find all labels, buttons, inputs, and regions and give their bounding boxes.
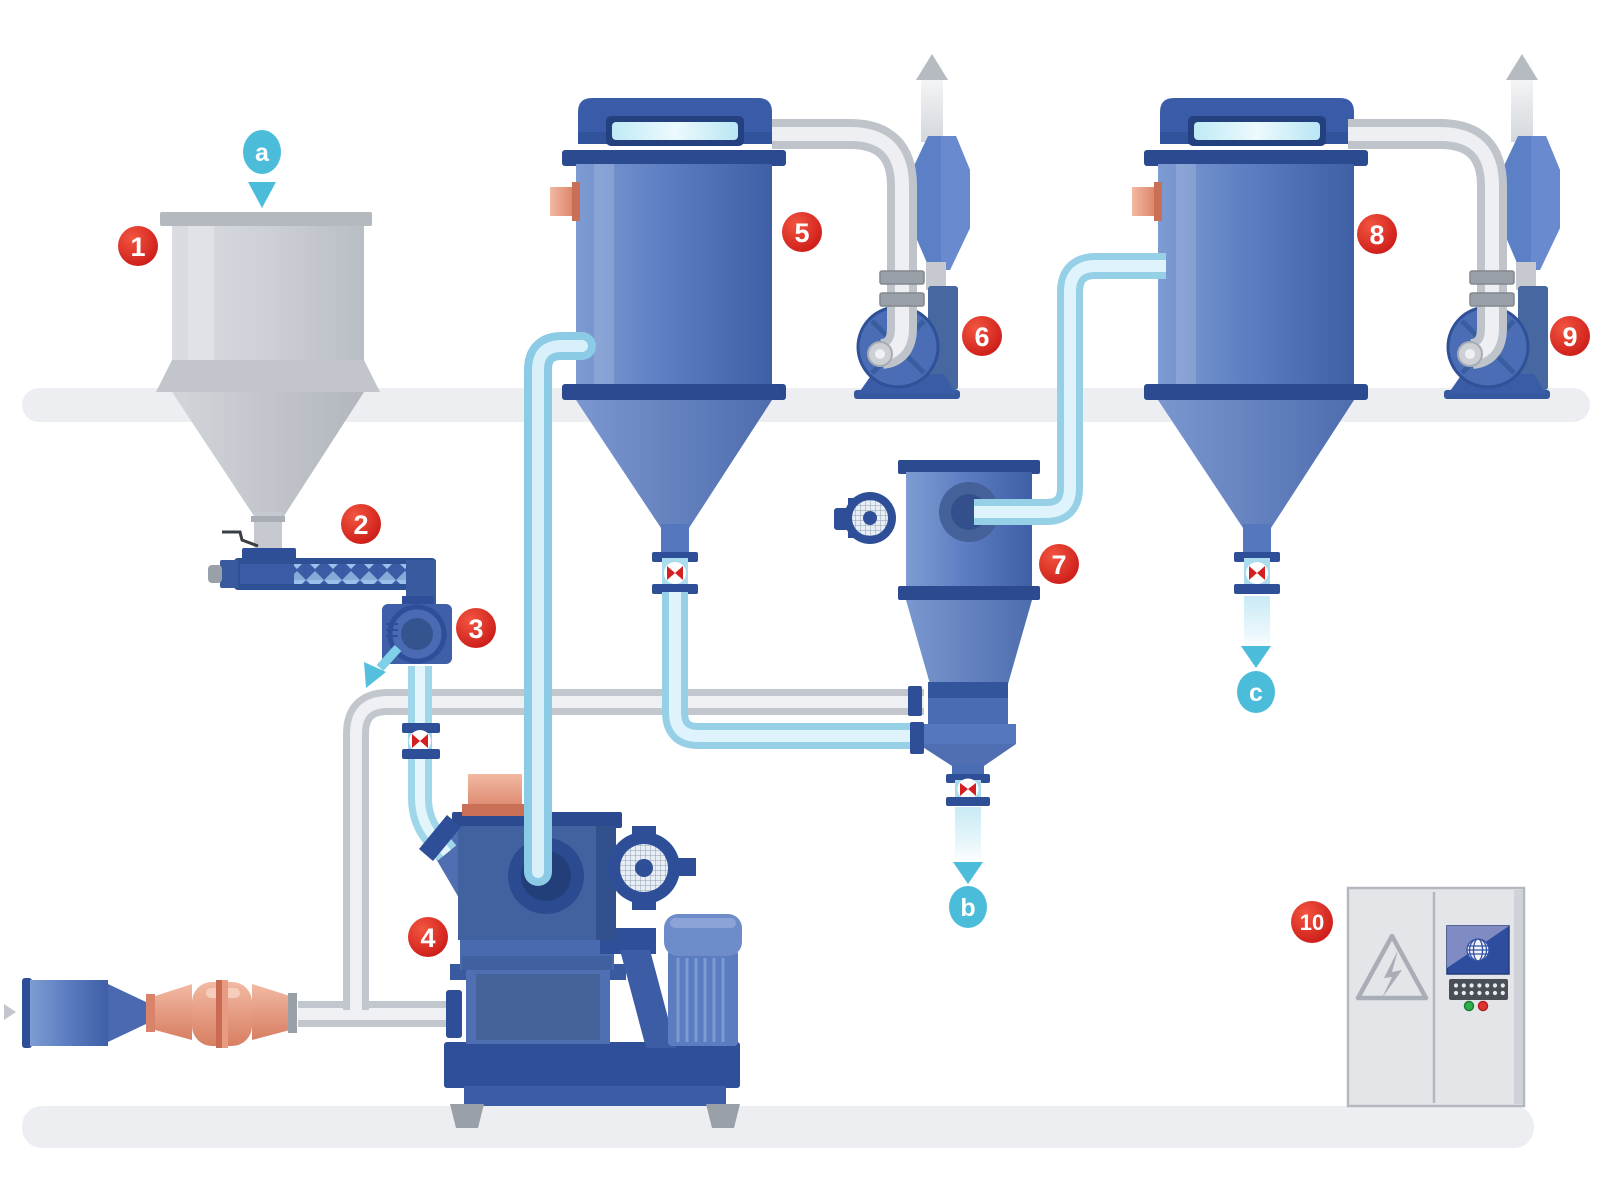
marker-5: 5	[782, 212, 822, 252]
air-intake-assembly	[4, 978, 297, 1048]
keypad	[1449, 979, 1508, 1000]
screw-auger	[294, 564, 426, 584]
marker-10: 10	[1291, 901, 1333, 943]
component-markers: 1 2 3 4 5 6 7 8	[118, 212, 1590, 957]
mill-fan-guard	[608, 826, 696, 910]
svg-text:2: 2	[353, 510, 368, 540]
filter-vessel-right	[1132, 98, 1368, 594]
marker-2: 2	[341, 504, 381, 544]
mill-motor	[600, 914, 742, 1048]
flow-point-b: b	[949, 862, 987, 928]
flow-badges: a b c	[243, 130, 1275, 928]
marker-6: 6	[962, 316, 1002, 356]
svg-text:9: 9	[1562, 322, 1577, 352]
hopper-gate-lever	[222, 530, 259, 548]
stop-indicator-light	[1477, 1000, 1489, 1012]
pipes-product	[408, 253, 1166, 886]
start-indicator-light	[1463, 1000, 1475, 1012]
svg-text:c: c	[1249, 679, 1263, 707]
mill-foot-right	[706, 1104, 740, 1128]
grinding-mill	[428, 774, 742, 1128]
svg-text:4: 4	[420, 923, 435, 953]
svg-text:b: b	[960, 894, 975, 922]
high-voltage-warning-icon	[1355, 933, 1429, 1001]
ground-floor	[22, 1106, 1534, 1148]
flexible-coupling	[146, 980, 297, 1048]
flow-point-a: a	[243, 130, 281, 208]
hmi-screen	[1446, 925, 1510, 975]
marker-8: 8	[1357, 214, 1397, 254]
globe-icon	[1466, 938, 1490, 962]
cyclone-discharge-valve	[946, 774, 990, 806]
svg-text:6: 6	[974, 322, 989, 352]
marker-7: 7	[1039, 544, 1079, 584]
mill-inlet-flange	[446, 990, 462, 1038]
control-cabinet	[1346, 886, 1526, 1108]
flow-arrow-a	[248, 182, 276, 208]
svg-text:7: 7	[1051, 550, 1066, 580]
inline-valve	[402, 723, 440, 759]
screw-feeder	[208, 548, 436, 612]
flow-arrow-b	[953, 862, 983, 884]
cyclone-separator	[834, 460, 1040, 863]
marker-9: 9	[1550, 316, 1590, 356]
svg-text:8: 8	[1369, 220, 1384, 250]
feed-hopper	[156, 212, 380, 552]
intake-funnel	[30, 980, 108, 1046]
pipes-gray	[298, 119, 1507, 1038]
mill-foot-left	[450, 1104, 484, 1128]
valve-vent-arrow	[376, 644, 402, 672]
pipe-fittings	[402, 270, 1515, 861]
air-inflow-arrow	[4, 1004, 16, 1020]
svg-text:1: 1	[130, 232, 145, 262]
svg-text:a: a	[255, 139, 270, 167]
flow-arrow-c	[1241, 646, 1271, 668]
rotary-valve	[364, 596, 452, 688]
marker-3: 3	[456, 608, 496, 648]
flow-point-c: c	[1237, 646, 1275, 713]
svg-text:3: 3	[468, 614, 483, 644]
marker-4: 4	[408, 917, 448, 957]
vibrator-motor	[834, 492, 896, 544]
svg-text:10: 10	[1300, 910, 1324, 935]
svg-text:5: 5	[794, 218, 809, 248]
marker-1: 1	[118, 226, 158, 266]
